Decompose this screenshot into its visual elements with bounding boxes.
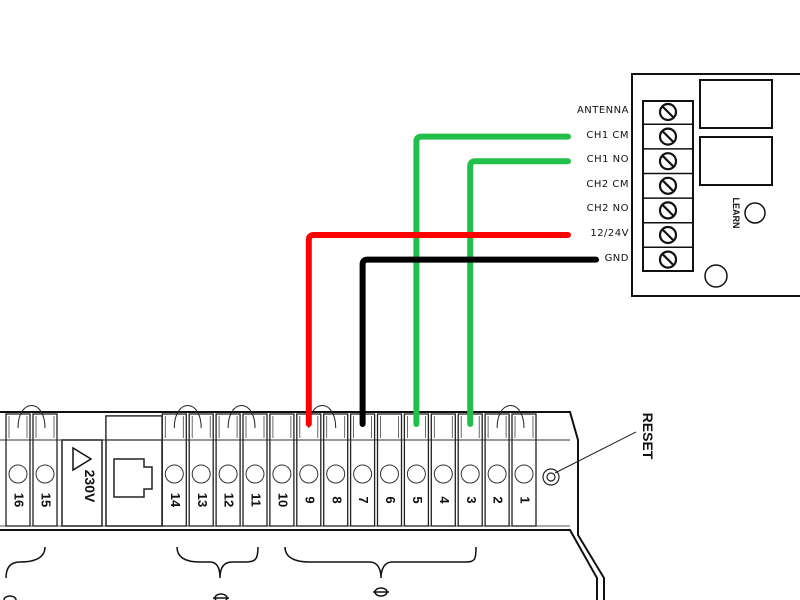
terminal-11[interactable]: 11 [242,413,268,527]
voltage-label: 230V [82,470,98,503]
terminal-15[interactable]: 15 [32,413,58,527]
relay-1 [699,79,773,129]
bridge-arch [17,405,46,429]
terminal-number: 4 [437,496,452,504]
wire-ch1-no-to-terminal-3 [467,158,571,427]
terminal-number: 7 [356,496,371,503]
relay-2 [699,136,773,186]
receiver-terminal-label: GND [604,252,629,264]
terminal-number: 9 [302,496,317,503]
wire-12-24v-to-terminal-9 [305,232,571,427]
terminal-10[interactable]: 10 [269,413,295,527]
terminal-3[interactable]: 3 [457,413,483,527]
receiver-terminal-label: CH1 CM [586,129,629,141]
receiver-terminal-screw [658,225,678,245]
terminal-number: 12 [222,493,237,507]
terminal-number: 16 [12,493,27,507]
receiver-terminal-screw [658,176,678,195]
brace-right [284,546,477,579]
wire-ch1-cm-to-terminal-5 [413,133,571,427]
terminal-number: 6 [383,496,398,503]
receiver-terminal-screw [658,152,678,171]
terminal-number: 15 [39,493,54,507]
receiver-terminal-label: CH2 CM [586,178,629,190]
terminal-number: 14 [168,493,183,508]
terminal-5[interactable]: 5 [403,413,430,527]
terminal-number: 3 [464,496,479,503]
terminal-number: 13 [195,493,210,507]
terminal-2[interactable]: 2 [484,413,510,527]
brace-middle [176,546,259,579]
receiver-terminal-screw [658,102,678,122]
terminal-1[interactable]: 1 [511,413,537,527]
terminal-number: 5 [410,496,425,503]
receiver-terminal-screw [658,127,678,146]
reset-leader-line [554,431,637,474]
mounting-hole [704,264,728,288]
terminal-9[interactable]: 9 [296,413,322,527]
brace-left [5,546,46,579]
terminal-16[interactable]: 16 [5,413,31,527]
terminal-number: 8 [329,496,344,503]
terminal-12[interactable]: 12 [215,413,241,527]
learn-button[interactable] [744,202,766,224]
warning-triangle-icon [72,446,93,472]
terminal-7[interactable]: 7 [349,413,376,527]
terminal-number: 2 [491,496,506,503]
receiver-terminal-screw [658,201,678,220]
receiver-board [631,73,800,297]
wire-gnd-to-terminal-7 [359,256,599,427]
receiver-terminal-label: 12/24V [590,228,629,239]
terminal-number: 10 [275,493,290,507]
terminal-14[interactable]: 14 [161,413,187,527]
terminal-4[interactable]: 4 [430,413,456,527]
receiver-terminal-label: ANTENNA [576,105,629,116]
controller-board: 16 15 14 13 12 11 10 9 8 7 6 5 4 3 2 1 [0,405,637,600]
terminal-13[interactable]: 13 [188,413,214,527]
reset-label: RESET [640,413,656,460]
receiver-terminal-screw [658,250,678,269]
terminal-number: 1 [518,496,533,503]
bridge-arch [227,405,256,429]
bridge-arch [496,405,525,429]
learn-label: LEARN [731,198,741,229]
bridge-arch [173,405,202,429]
ground-symbol-icon [3,587,389,600]
receiver-terminal-label: CH2 NO [586,203,629,215]
plug-socket-icon [113,458,153,498]
receiver-terminal-label: CH1 NO [586,154,629,166]
terminal-number: 11 [249,493,264,507]
terminal-8[interactable]: 8 [323,413,349,527]
terminal-6[interactable]: 6 [376,413,403,527]
wires [305,133,599,427]
